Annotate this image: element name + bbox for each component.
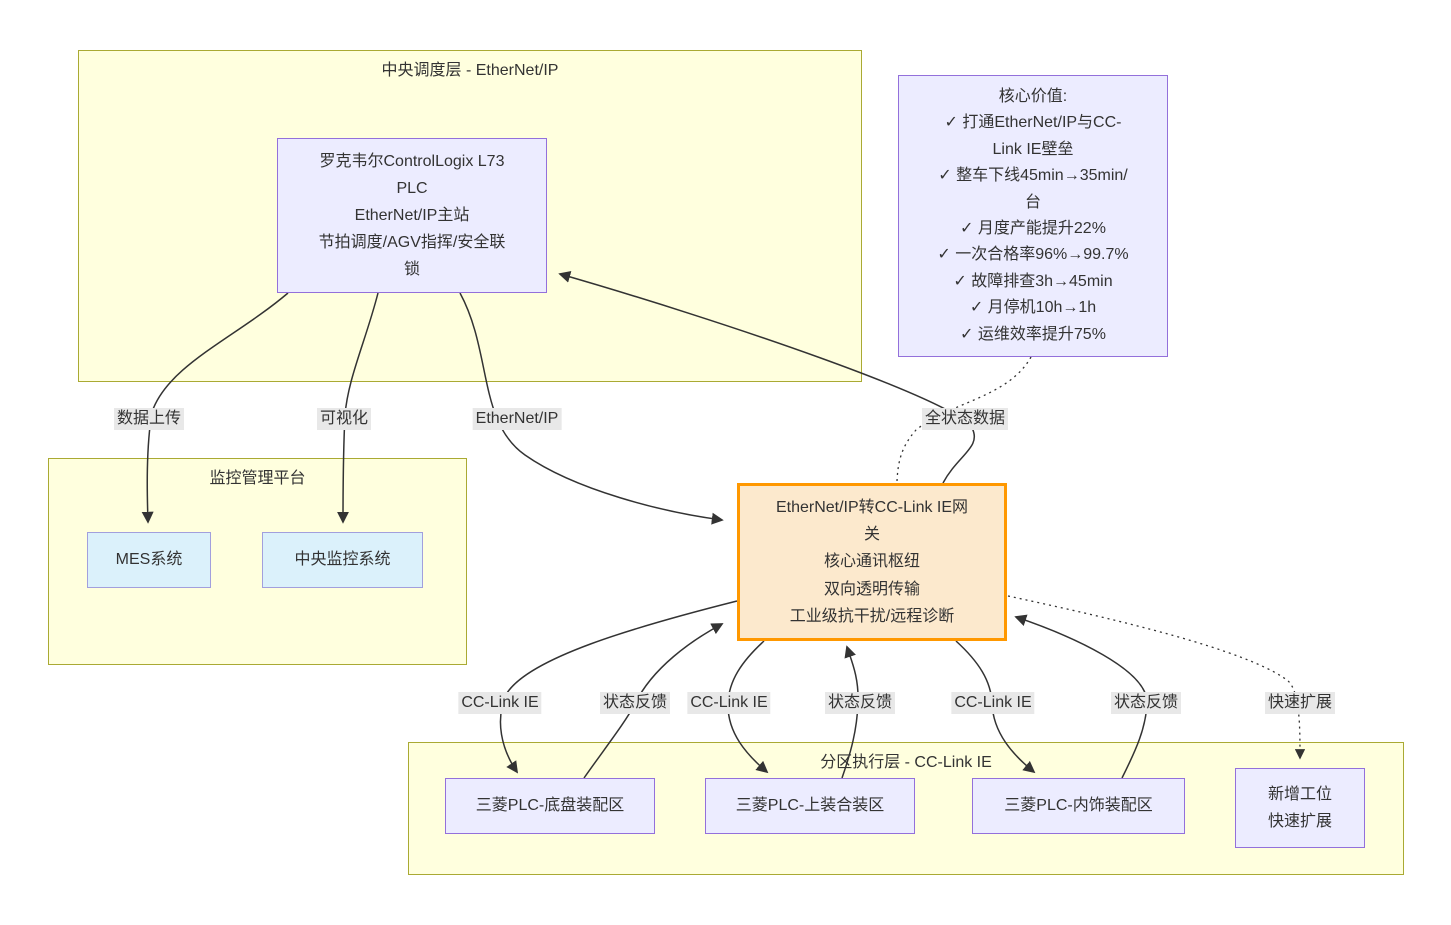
edge-plc-to-mes xyxy=(141,292,289,524)
edge-plc-to-gateway xyxy=(459,292,724,525)
edge-gateway-to-plc xyxy=(558,271,975,484)
node-gateway: EtherNet/IP转CC-Link IE网 关 核心通讯枢纽 双向透明传输 … xyxy=(737,483,1007,641)
cluster-zone-execution-title: 分区执行层 - CC-Link IE xyxy=(820,754,992,771)
edge-label-data-upload: 数据上传 xyxy=(113,408,185,430)
node-rockwell-plc: 罗克韦尔ControlLogix L73 PLC EtherNet/IP主站 节… xyxy=(277,138,547,293)
node-core-value: 核心价值: ✓ 打通EtherNet/IP与CC- Link IE壁垒 ✓ 整车… xyxy=(898,75,1168,357)
cluster-central-scheduling-title: 中央调度层 - EtherNet/IP xyxy=(381,62,559,79)
node-mitsubishi-body: 三菱PLC-上装合装区 xyxy=(705,778,915,834)
edge-label-cclink-body: CC-Link IE xyxy=(687,692,771,714)
node-central-monitor-system: 中央监控系统 xyxy=(262,532,423,588)
edge-label-feedback-interior: 状态反馈 xyxy=(1110,692,1182,714)
edge-label-cclink-chassis: CC-Link IE xyxy=(458,692,542,714)
edge-label-full-status-data: 全状态数据 xyxy=(921,408,1009,430)
edge-label-feedback-chassis: 状态反馈 xyxy=(599,692,671,714)
node-mitsubishi-interior: 三菱PLC-内饰装配区 xyxy=(972,778,1185,834)
edge-gateway-to-expansion-dotted xyxy=(1007,595,1306,760)
edge-label-cclink-interior: CC-Link IE xyxy=(951,692,1035,714)
node-mes-system: MES系统 xyxy=(87,532,211,588)
edge-gateway-to-chassis xyxy=(499,600,738,774)
edge-label-quick-expand: 快速扩展 xyxy=(1264,692,1336,714)
cluster-monitoring-platform-title: 监控管理平台 xyxy=(209,470,306,487)
node-mitsubishi-chassis: 三菱PLC-底盘装配区 xyxy=(445,778,655,834)
edge-label-visualization: 可视化 xyxy=(316,408,372,430)
node-expansion-station: 新增工位 快速扩展 xyxy=(1235,768,1365,848)
edge-label-ethernet-ip: EtherNet/IP xyxy=(472,408,562,430)
edge-label-feedback-body: 状态反馈 xyxy=(824,692,896,714)
